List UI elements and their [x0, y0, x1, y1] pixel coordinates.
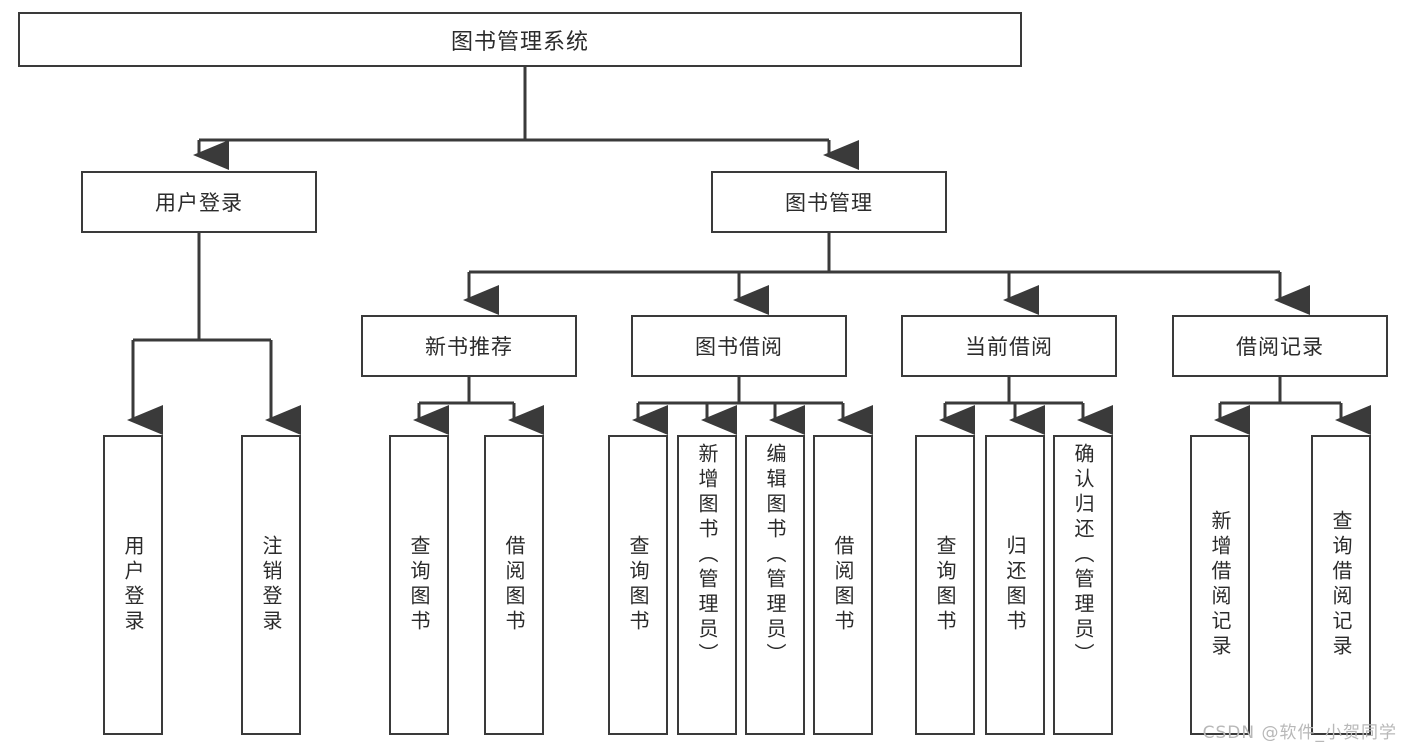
node-root-system[interactable]: 图书管理系统: [18, 12, 1022, 67]
leaf-user-login[interactable]: 用户登录: [103, 435, 163, 735]
node-current-borrow-label: 当前借阅: [965, 335, 1053, 359]
leaf-add-book-admin-label: 新增图书（管理员）: [695, 443, 719, 668]
leaf-logout-label: 注销登录: [259, 535, 283, 635]
node-book-borrow-label: 图书借阅: [695, 335, 783, 359]
node-user-login-label: 用户登录: [155, 191, 243, 215]
leaf-confirm-return-admin[interactable]: 确认归还（管理员）: [1053, 435, 1113, 735]
leaf-logout[interactable]: 注销登录: [241, 435, 301, 735]
leaf-query-borrow-record-label: 查询借阅记录: [1329, 510, 1353, 660]
leaf-query-book-new[interactable]: 查询图书: [389, 435, 449, 735]
leaf-query-book-new-label: 查询图书: [407, 535, 431, 635]
node-new-book-recommend-label: 新书推荐: [425, 335, 513, 359]
leaf-edit-book-admin-label: 编辑图书（管理员）: [763, 443, 787, 668]
leaf-add-borrow-record-label: 新增借阅记录: [1208, 510, 1232, 660]
node-current-borrow[interactable]: 当前借阅: [901, 315, 1117, 377]
leaf-query-book-label: 查询图书: [626, 535, 650, 635]
leaf-return-book-label: 归还图书: [1003, 535, 1027, 635]
leaf-query-book-current[interactable]: 查询图书: [915, 435, 975, 735]
leaf-add-borrow-record[interactable]: 新增借阅记录: [1190, 435, 1250, 735]
leaf-confirm-return-admin-label: 确认归还（管理员）: [1071, 443, 1095, 668]
node-borrow-record-label: 借阅记录: [1236, 335, 1324, 359]
node-user-login[interactable]: 用户登录: [81, 171, 317, 233]
leaf-query-book[interactable]: 查询图书: [608, 435, 668, 735]
watermark: CSDN @软件_小贺同学: [1202, 723, 1397, 743]
node-book-borrow[interactable]: 图书借阅: [631, 315, 847, 377]
node-borrow-record[interactable]: 借阅记录: [1172, 315, 1388, 377]
leaf-query-book-current-label: 查询图书: [933, 535, 957, 635]
leaf-borrow-book-label: 借阅图书: [831, 535, 855, 635]
node-new-book-recommend[interactable]: 新书推荐: [361, 315, 577, 377]
leaf-query-borrow-record[interactable]: 查询借阅记录: [1311, 435, 1371, 735]
leaf-add-book-admin[interactable]: 新增图书（管理员）: [677, 435, 737, 735]
leaf-edit-book-admin[interactable]: 编辑图书（管理员）: [745, 435, 805, 735]
node-root-label: 图书管理系统: [450, 29, 589, 55]
leaf-borrow-book-new-label: 借阅图书: [502, 535, 526, 635]
leaf-borrow-book[interactable]: 借阅图书: [813, 435, 873, 735]
node-book-management-label: 图书管理: [785, 191, 873, 215]
leaf-user-login-label: 用户登录: [121, 535, 145, 635]
leaf-return-book[interactable]: 归还图书: [985, 435, 1045, 735]
node-book-management[interactable]: 图书管理: [711, 171, 947, 233]
leaf-borrow-book-new[interactable]: 借阅图书: [484, 435, 544, 735]
